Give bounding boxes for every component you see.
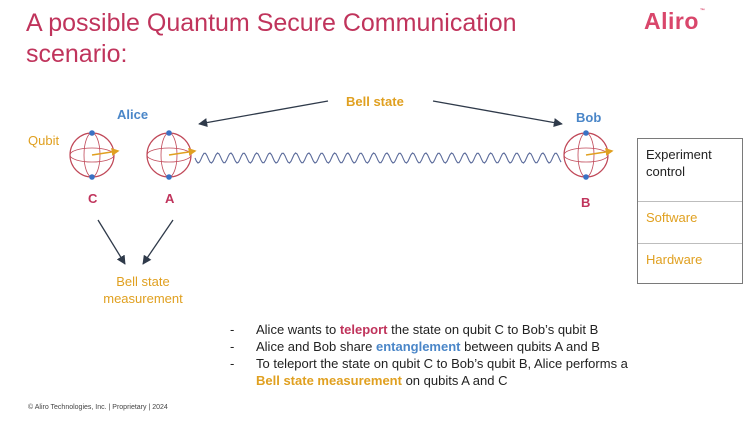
- bob-label: Bob: [576, 110, 602, 125]
- bullet-item: - To teleport the state on qubit C to Bo…: [230, 355, 628, 389]
- bullet2-post: between qubits A and B: [460, 339, 600, 354]
- panel-hardware: Hardware: [638, 244, 742, 283]
- panel-software-label: Software: [646, 210, 698, 225]
- footer-copyright: © Aliro Technologies, Inc. | Proprietary…: [28, 404, 168, 411]
- bullet-dash: -: [230, 322, 235, 337]
- aliro-logo: Aliro™: [644, 8, 705, 35]
- qubit-b-label: B: [581, 195, 591, 210]
- slide-title: A possible Quantum Secure Communication …: [26, 9, 517, 68]
- experiment-control-panel: Experiment control Software Hardware: [637, 138, 743, 284]
- bullet-item: - Alice wants to teleport the state on q…: [230, 321, 628, 338]
- bullet2-pre: Alice and Bob share: [256, 339, 376, 354]
- bullet1-highlight: teleport: [339, 322, 388, 337]
- panel-header-line2: control: [646, 164, 686, 179]
- measure-arrow-from-c: [97, 219, 126, 265]
- panel-hardware-label: Hardware: [646, 252, 703, 267]
- bell-measurement-label: Bell state measurement: [88, 273, 198, 307]
- bullet3-highlight: Bell state measurement: [256, 373, 402, 388]
- panel-software: Software: [638, 202, 742, 244]
- entanglement-wave-icon: [194, 152, 562, 164]
- qubit-c-label: C: [88, 191, 98, 206]
- bullet-item: - Alice and Bob share entanglement betwe…: [230, 338, 628, 355]
- panel-header-line1: Experiment: [646, 147, 712, 162]
- bloch-sphere-icon: [146, 130, 197, 180]
- qubit-label: Qubit: [28, 133, 60, 148]
- logo-text: Aliro: [644, 8, 699, 34]
- bell-measurement-line2: measurement: [103, 291, 183, 306]
- panel-header: Experiment control: [638, 139, 742, 202]
- bullet1-pre: Alice wants to: [256, 322, 340, 337]
- bullet3-post: on qubits A and C: [401, 373, 508, 388]
- bullet3-line1: To teleport the state on qubit C to Bob’…: [256, 356, 628, 371]
- measure-arrow-from-a: [142, 219, 174, 265]
- bullet-dash: -: [230, 356, 235, 371]
- alice-label: Alice: [117, 107, 149, 122]
- bloch-sphere-icon: [69, 130, 120, 180]
- logo-trademark: ™: [699, 8, 706, 14]
- bullet-dash: -: [230, 339, 235, 354]
- bullet1-post: the state on qubit C to Bob’s qubit B: [387, 322, 599, 337]
- qubit-a-label: A: [165, 191, 175, 206]
- bell-arrow-to-alice: [198, 100, 329, 128]
- bell-state-label: Bell state: [346, 94, 404, 109]
- bloch-sphere-icon: [563, 130, 614, 180]
- bullet-list: - Alice wants to teleport the state on q…: [230, 321, 628, 389]
- bullet2-highlight: entanglement: [375, 339, 461, 354]
- bell-measurement-line1: Bell state: [116, 274, 170, 289]
- bell-arrow-to-bob: [432, 100, 563, 128]
